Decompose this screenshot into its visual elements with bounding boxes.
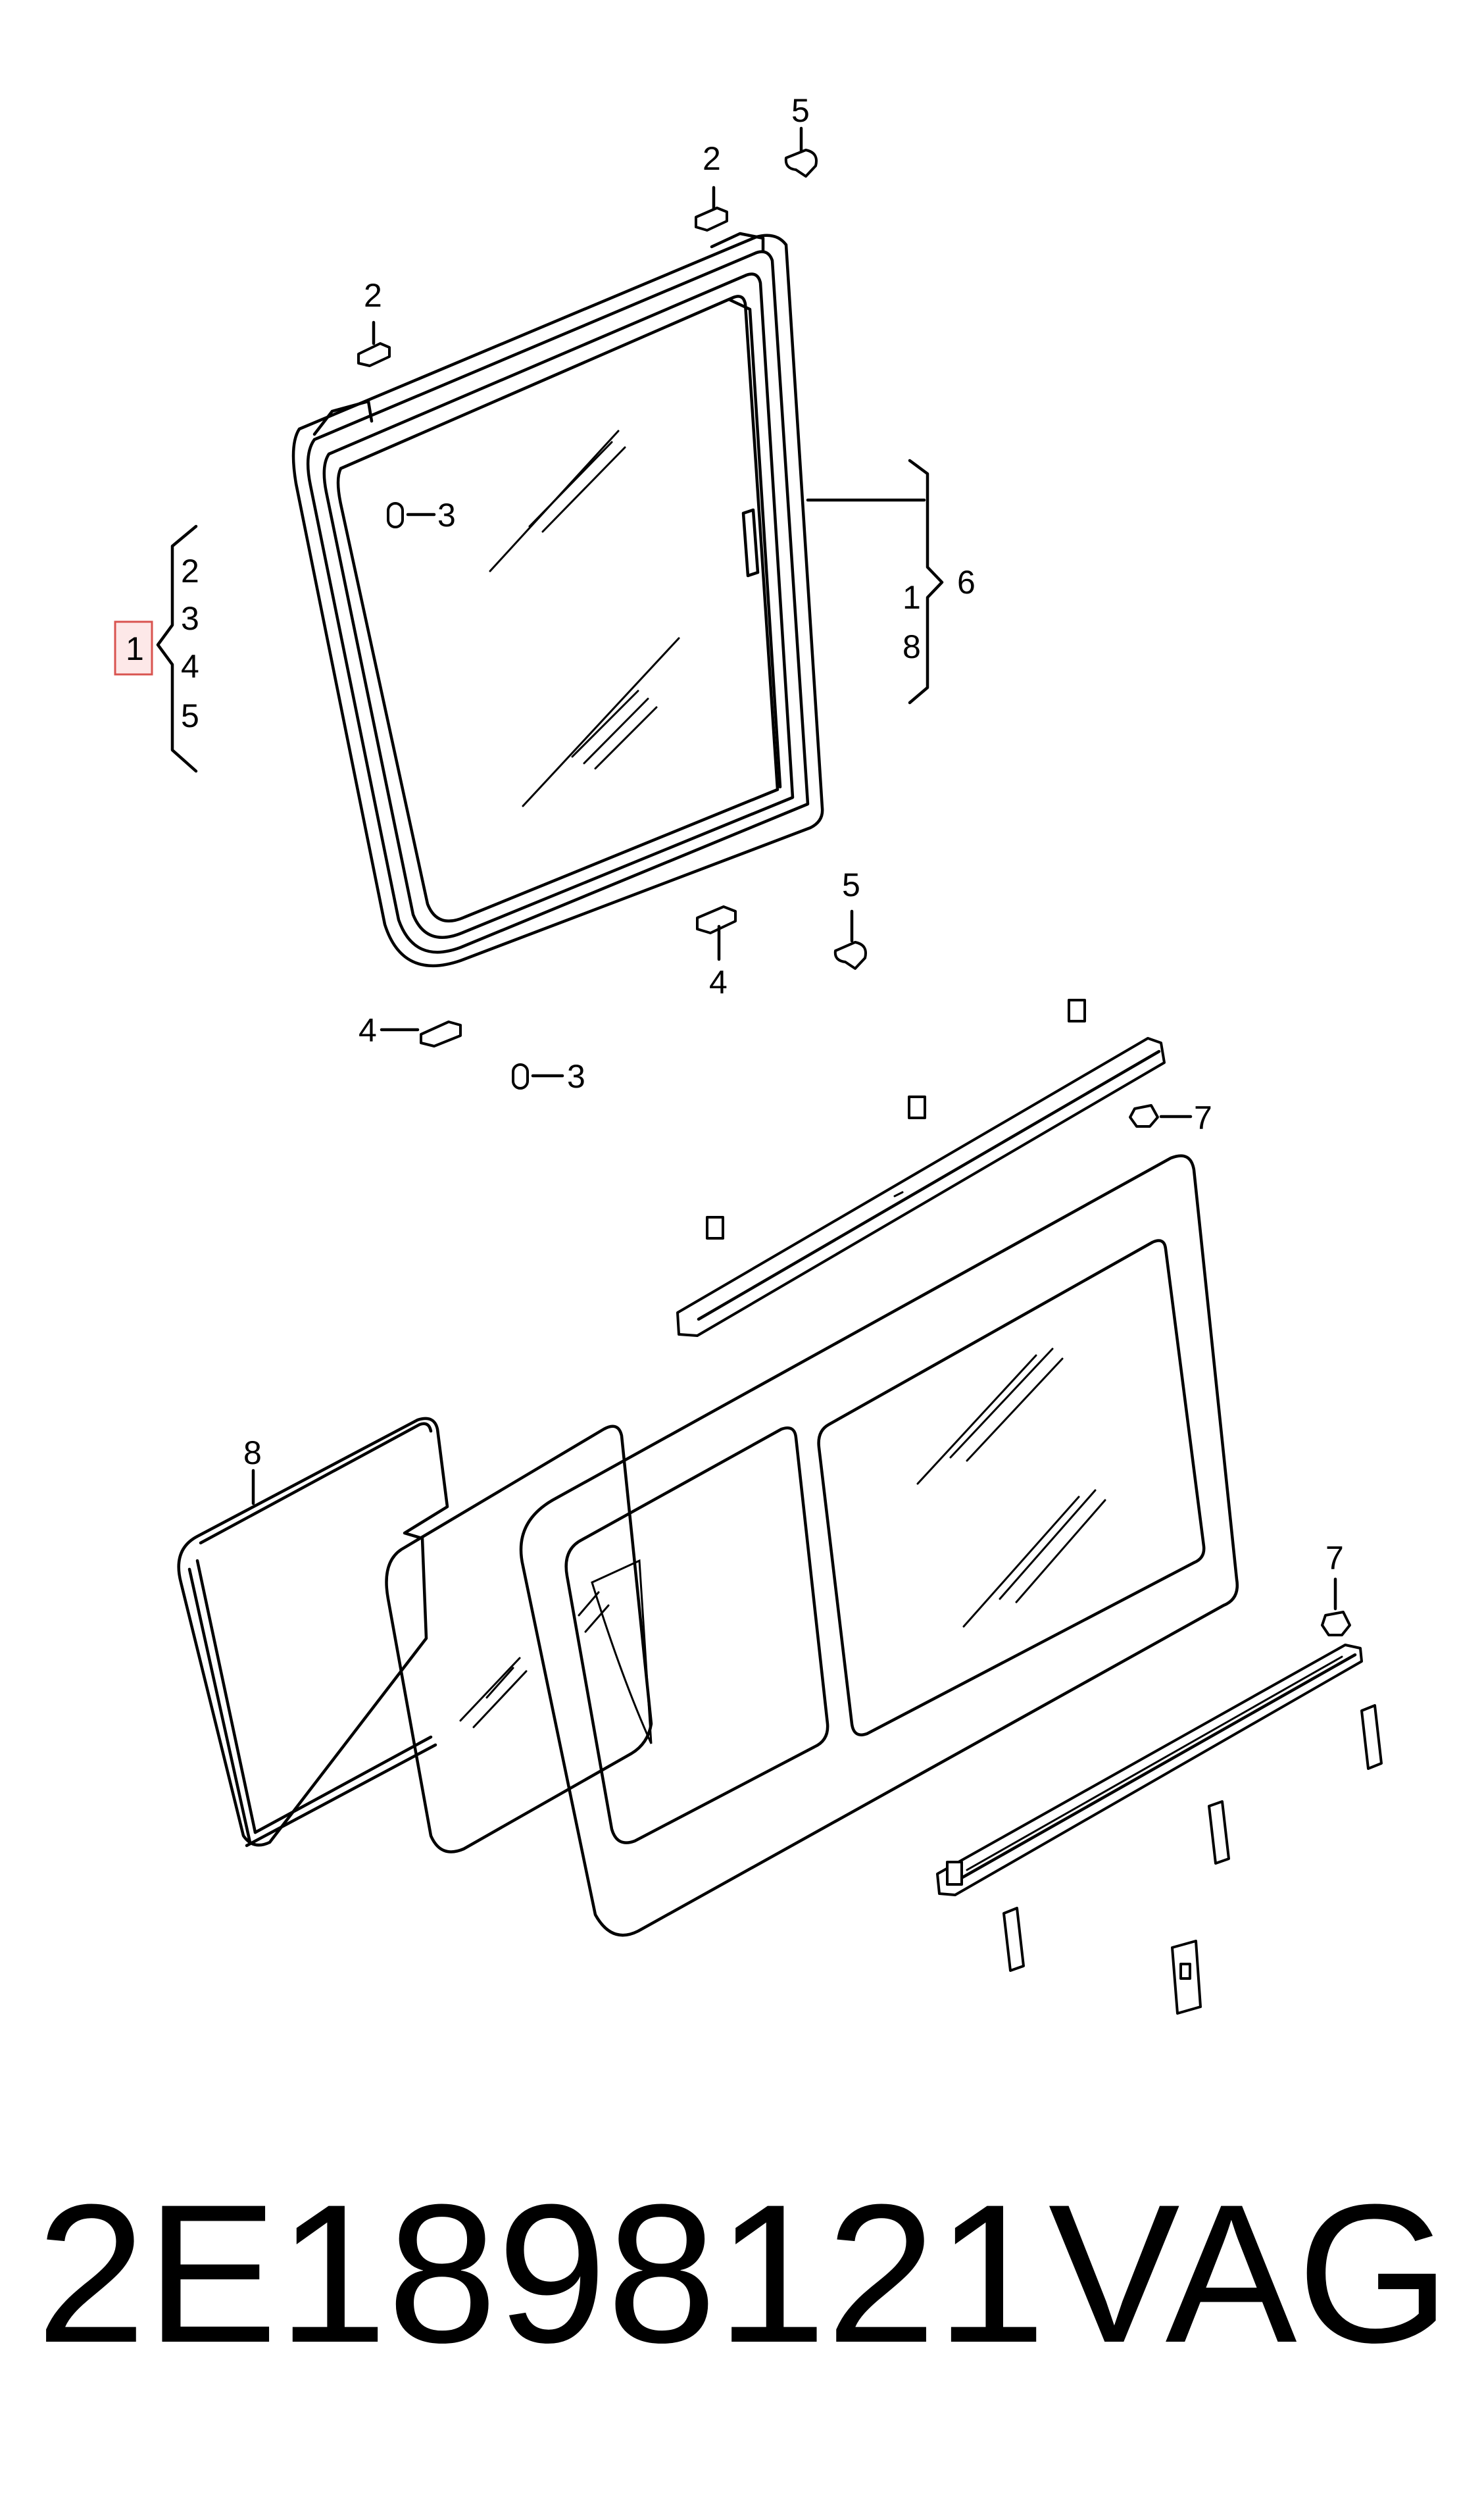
seal-8 bbox=[177, 1417, 449, 1848]
callout-1-right: 1 bbox=[903, 579, 921, 616]
nut-7-lower bbox=[1321, 1577, 1351, 1636]
upper-rail bbox=[676, 1037, 1166, 1337]
pin-5-top bbox=[784, 126, 818, 178]
rail-tab-1 bbox=[1068, 999, 1086, 1022]
lower-clip-3 bbox=[1002, 1907, 1025, 1972]
callout-8-seal: 8 bbox=[243, 1434, 262, 1471]
lower-rail bbox=[936, 1644, 1363, 1896]
clip-2-top-left bbox=[357, 320, 391, 367]
sliding-window-frame bbox=[519, 1154, 1239, 1937]
callout-2-top-right: 2 bbox=[703, 140, 721, 177]
clip-4-lower bbox=[380, 1021, 462, 1047]
callout-labels: 5 2 2 3 1 2 3 4 5 6 1 8 5 4 4 3 7 8 7 bbox=[126, 92, 1344, 1576]
callout-5-top: 5 bbox=[791, 92, 810, 129]
highlight-box bbox=[114, 620, 153, 676]
clip-2-top-right bbox=[695, 186, 728, 232]
callout-3-left: 3 bbox=[181, 600, 199, 637]
clip-3-lower bbox=[512, 1063, 564, 1090]
pin-5-mid bbox=[833, 909, 867, 970]
glass-panel bbox=[385, 1424, 653, 1853]
callout-4-lower: 4 bbox=[359, 1012, 377, 1049]
callout-4-left: 4 bbox=[181, 648, 199, 685]
brand-name: VAG bbox=[1048, 2163, 1450, 2384]
caption-bar: 2E1898121 VAG bbox=[36, 2165, 1450, 2382]
clip-3-upper bbox=[387, 502, 436, 528]
left-group-bracket bbox=[114, 524, 198, 773]
callout-4-mid: 4 bbox=[709, 964, 728, 1001]
callout-5-left: 5 bbox=[181, 697, 199, 734]
callout-5-mid: 5 bbox=[842, 867, 860, 903]
callout-2-top-left: 2 bbox=[364, 277, 382, 314]
lower-clip-2 bbox=[1208, 1800, 1230, 1865]
upper-glass-reflections bbox=[489, 430, 680, 807]
clip-4-mid bbox=[696, 905, 737, 961]
callout-7-lower: 7 bbox=[1325, 1540, 1344, 1576]
rail-tab-3 bbox=[706, 1216, 724, 1240]
lower-glass-reflections bbox=[578, 1348, 1106, 1633]
lower-bracket bbox=[1171, 1940, 1202, 2015]
lower-clip-1 bbox=[1360, 1704, 1383, 1770]
callout-3-lower: 3 bbox=[567, 1058, 585, 1095]
callout-7-upper: 7 bbox=[1194, 1099, 1212, 1136]
callout-2-left: 2 bbox=[181, 553, 199, 590]
rail-tab-2 bbox=[908, 1096, 926, 1119]
callout-1-left: 1 bbox=[126, 630, 144, 667]
nut-7-upper bbox=[1129, 1104, 1193, 1128]
callout-6-right: 6 bbox=[957, 564, 976, 601]
callout-3-upper: 3 bbox=[437, 497, 456, 534]
leader-6-bracket bbox=[806, 459, 944, 705]
part-number: 2E1898121 bbox=[36, 2163, 1046, 2384]
upper-window-frame bbox=[291, 232, 824, 967]
callout-8-right: 8 bbox=[903, 628, 921, 665]
